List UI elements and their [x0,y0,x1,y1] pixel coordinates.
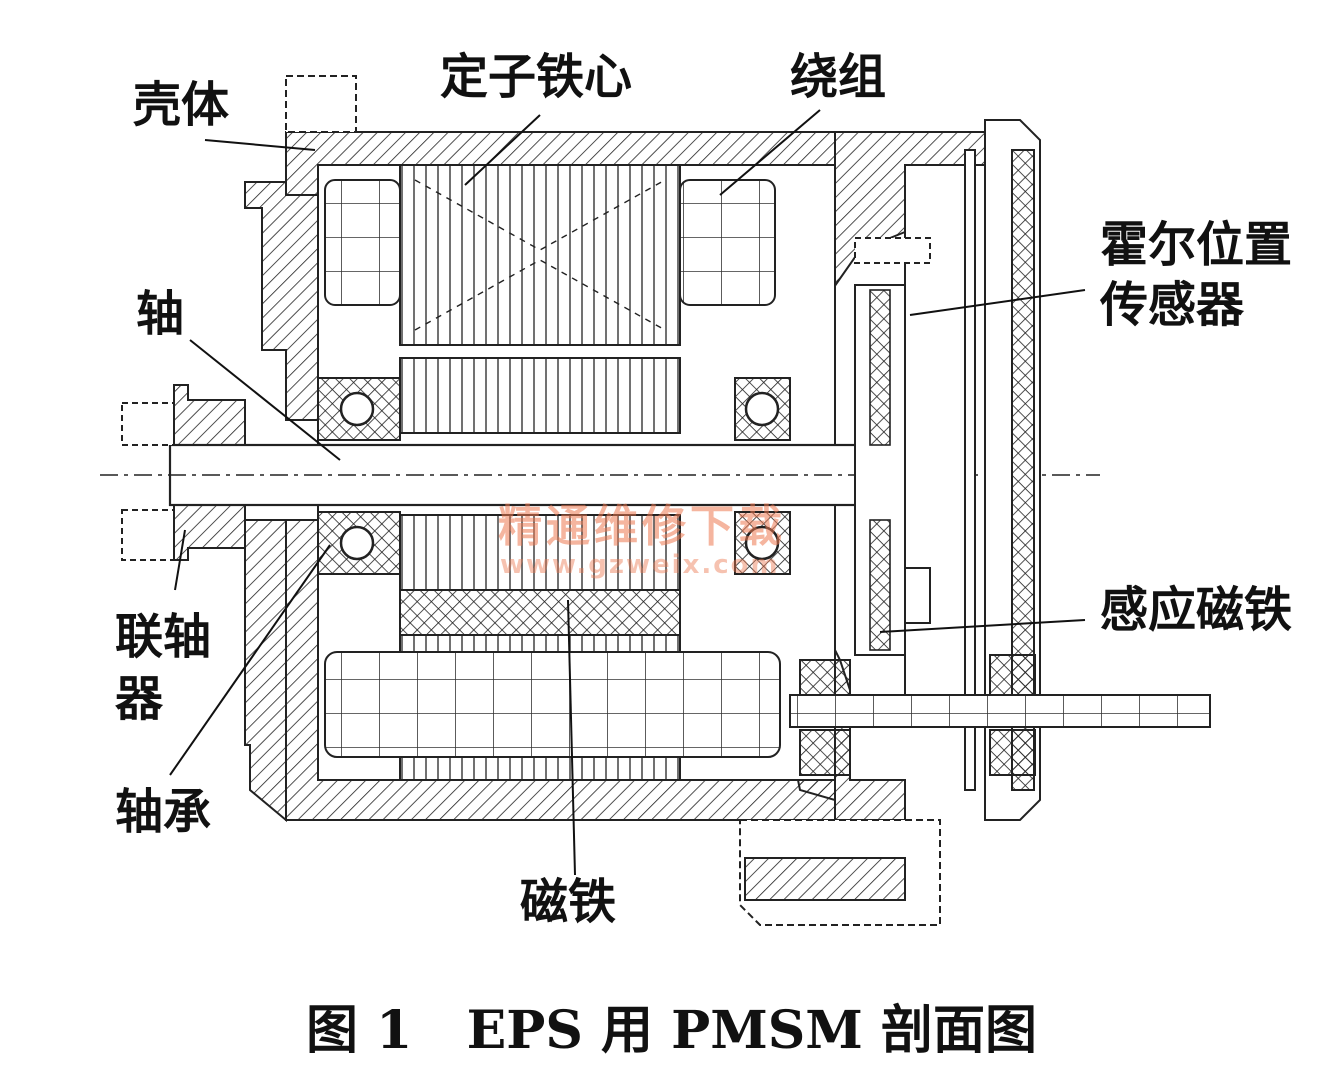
label-hall-sensor-line2: 传感器 [1100,277,1245,333]
label-housing: 壳体 [133,77,230,133]
label-hall-sensor-line1: 霍尔位置 [1100,217,1293,273]
end-cap [904,119,1041,821]
label-winding: 绕组 [790,49,887,105]
label-stator-core: 定子铁心 [440,49,633,105]
rotor-core-bottom [399,514,681,591]
bearing-right [734,377,791,575]
leader-lines [169,109,1086,876]
bearing-left [317,377,401,575]
label-induction-magnet: 感应磁铁 [1100,582,1293,638]
winding-top-right [679,179,776,306]
label-shaft: 轴 [136,286,185,342]
label-bearing: 轴承 [115,784,212,840]
stator-core-top [399,164,681,346]
watermark-url: www.gzweix.com [500,550,780,580]
induction-magnet [799,654,1036,776]
label-coupling-line1: 联轴 [115,609,212,665]
housing-lug [285,75,357,133]
cable [789,694,1211,728]
label-magnet: 磁铁 [520,874,617,930]
shaft [100,443,1100,507]
winding-bottom [324,651,781,758]
coupling [121,384,246,561]
label-coupling-line2: 器 [115,671,164,727]
mounting-lug [739,819,941,926]
hall-position-sensor [854,237,931,656]
figure-caption: 图 1 EPS 用 PMSM 剖面图 [306,1000,1037,1061]
magnet [399,589,681,636]
rotor-core-top [399,357,681,434]
winding-top-left [324,179,401,306]
watermark-text: 精通维修下载 [498,501,786,552]
